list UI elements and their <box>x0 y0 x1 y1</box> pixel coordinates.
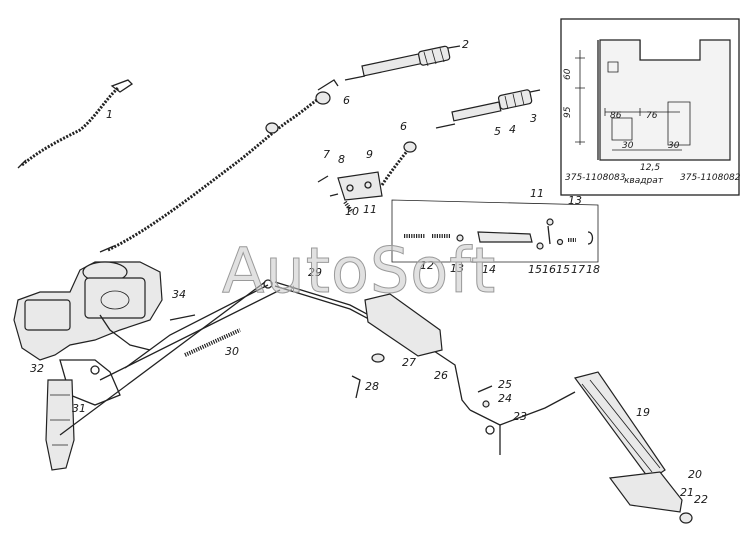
label-2: 2 <box>462 38 469 51</box>
rod-part-26 <box>274 281 501 426</box>
inset-labels: 60 95 86 76 30 30 12,5 375-1108083 375-1… <box>563 68 741 186</box>
label-10: 10 <box>345 205 359 218</box>
label-23: 23 <box>513 410 527 423</box>
dim-60: 60 <box>563 68 573 80</box>
label-13a: 13 <box>568 194 582 207</box>
square-caption: квадрат <box>624 176 664 186</box>
label-13b: 13 <box>450 262 464 275</box>
label-8: 8 <box>338 153 345 166</box>
label-15a: 15 <box>528 263 542 276</box>
bracket-assembly <box>317 171 383 214</box>
label-15b: 15 <box>556 263 570 276</box>
linkage-rods <box>59 279 281 436</box>
label-31: 31 <box>72 402 86 415</box>
label-32: 32 <box>30 362 44 375</box>
label-17: 17 <box>571 263 585 276</box>
label-24: 24 <box>498 392 512 405</box>
label-6b: 6 <box>400 120 407 133</box>
label-34: 34 <box>172 288 186 301</box>
label-16: 16 <box>542 263 556 276</box>
dim-12-5: 12,5 <box>640 163 660 173</box>
label-18: 18 <box>586 263 600 276</box>
label-9: 9 <box>366 148 373 161</box>
label-7: 7 <box>323 148 330 161</box>
pedal-assembly <box>485 371 693 524</box>
label-11b: 11 <box>530 187 544 200</box>
label-5: 5 <box>494 125 501 138</box>
parts-panel <box>391 199 599 263</box>
dim-76: 76 <box>646 111 658 121</box>
dim-30-right: 30 <box>668 141 680 151</box>
hose-part-1 <box>17 79 134 169</box>
label-20: 20 <box>688 468 702 481</box>
label-27: 27 <box>402 356 416 369</box>
label-4: 4 <box>509 123 516 136</box>
dim-86: 86 <box>610 111 622 121</box>
label-1: 1 <box>106 108 113 121</box>
carburetor-assembly <box>13 261 163 471</box>
rod-part-3 <box>435 89 541 129</box>
fasteners <box>351 353 493 408</box>
part-number-left: 375-1108083 <box>565 173 626 183</box>
label-30: 30 <box>225 345 239 358</box>
dim-30-left: 30 <box>622 141 634 151</box>
cable-part-6 <box>380 141 417 186</box>
label-3: 3 <box>530 112 537 125</box>
rod-part-2 <box>344 45 461 81</box>
label-21: 21 <box>680 486 694 499</box>
label-26: 26 <box>434 369 448 382</box>
label-6a: 6 <box>343 94 350 107</box>
part-number-right: 375-1108082 <box>680 173 741 183</box>
throttle-cable <box>99 79 339 253</box>
callout-labels: 1 2 3 4 5 6 6 7 8 9 10 11 11 12 13 13 14… <box>30 38 708 506</box>
watermark: AutoSoft <box>222 234 496 307</box>
inset-detail <box>560 18 740 196</box>
label-28: 28 <box>365 380 379 393</box>
label-29: 29 <box>308 266 322 279</box>
label-22: 22 <box>694 493 708 506</box>
label-14: 14 <box>482 263 496 276</box>
label-11a: 11 <box>363 203 377 216</box>
dim-95: 95 <box>563 106 573 118</box>
label-19: 19 <box>636 406 650 419</box>
label-12: 12 <box>420 259 434 272</box>
label-25: 25 <box>498 378 512 391</box>
